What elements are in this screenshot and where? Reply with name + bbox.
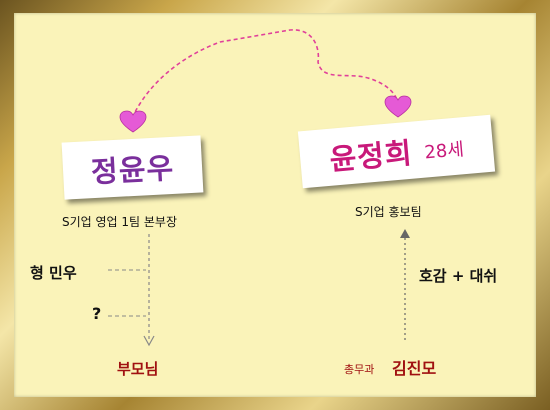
diagram-background bbox=[14, 13, 536, 397]
male-lead-name: 정윤우 bbox=[90, 150, 175, 189]
heart-icon-right bbox=[384, 95, 412, 118]
suitor-name: 김진모 bbox=[392, 359, 437, 378]
unknown-label: ? bbox=[92, 304, 102, 323]
female-lead-name: 윤정희 bbox=[328, 135, 414, 177]
heart-icon-left bbox=[119, 110, 147, 133]
brother-label: 형 민우 bbox=[30, 264, 77, 282]
parents-arrow-head bbox=[143, 335, 155, 347]
love-connector-line bbox=[131, 29, 399, 119]
parents-label: 부모님 bbox=[117, 360, 159, 378]
suitor-arrow-head bbox=[400, 229, 410, 238]
suitor-department: 총무과 bbox=[344, 363, 375, 376]
male-lead-title: S기업 영업 1팀 본부장 bbox=[62, 215, 178, 229]
suitor-relation-label: 호감 + 대쉬 bbox=[419, 267, 498, 285]
female-lead-age: 28세 bbox=[423, 138, 465, 164]
male-lead-card: 정윤우 bbox=[61, 135, 204, 200]
female-lead-title: S기업 홍보팀 bbox=[355, 205, 422, 219]
